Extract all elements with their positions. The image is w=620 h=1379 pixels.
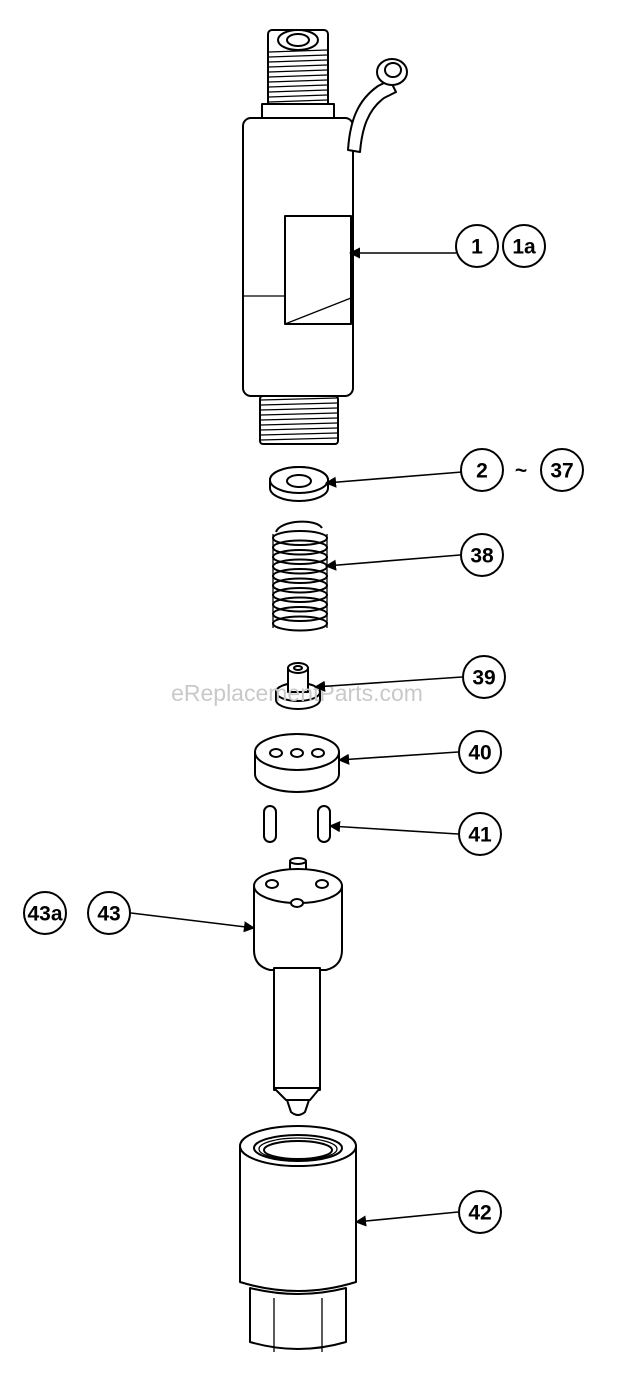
callout-range-tilde: ~: [515, 460, 527, 483]
callout-39-label: 39: [472, 667, 495, 690]
callout-2-label: 2: [476, 460, 488, 483]
shim-washer: [269, 466, 329, 502]
nozzle-nut: [239, 1125, 357, 1352]
callout-42: 42: [458, 1190, 502, 1234]
watermark-text: eReplacementParts.com: [171, 680, 423, 706]
callout-1-label: 1: [471, 236, 483, 259]
distance-piece: [254, 733, 340, 793]
callout-37-label: 37: [550, 460, 573, 483]
callout-38-label: 38: [470, 545, 494, 568]
callout-43: 43: [87, 891, 131, 935]
callout-37: 37: [540, 448, 584, 492]
spring: [272, 520, 328, 632]
callout-40: 40: [458, 730, 502, 774]
nozzle: [253, 857, 343, 1116]
callout-43a-label: 43a: [27, 903, 62, 926]
dowel-pins: [263, 805, 331, 843]
callout-1a: 1a: [502, 224, 546, 268]
leader-lines: [130, 247, 463, 1227]
callout-39: 39: [462, 655, 506, 699]
injector-holder-body: [242, 29, 408, 445]
callout-1a-label: 1a: [512, 236, 536, 259]
callout-41: 41: [458, 812, 502, 856]
callout-40-label: 40: [468, 742, 491, 765]
callout-38: 38: [460, 533, 504, 577]
callout-43-label: 43: [97, 903, 120, 926]
callout-43a: 43a: [23, 891, 67, 935]
callout-41-label: 41: [468, 824, 492, 847]
callout-1: 1: [455, 224, 499, 268]
callout-2: 2: [460, 448, 504, 492]
callout-42-label: 42: [468, 1202, 491, 1225]
pressure-pin: [275, 662, 321, 710]
